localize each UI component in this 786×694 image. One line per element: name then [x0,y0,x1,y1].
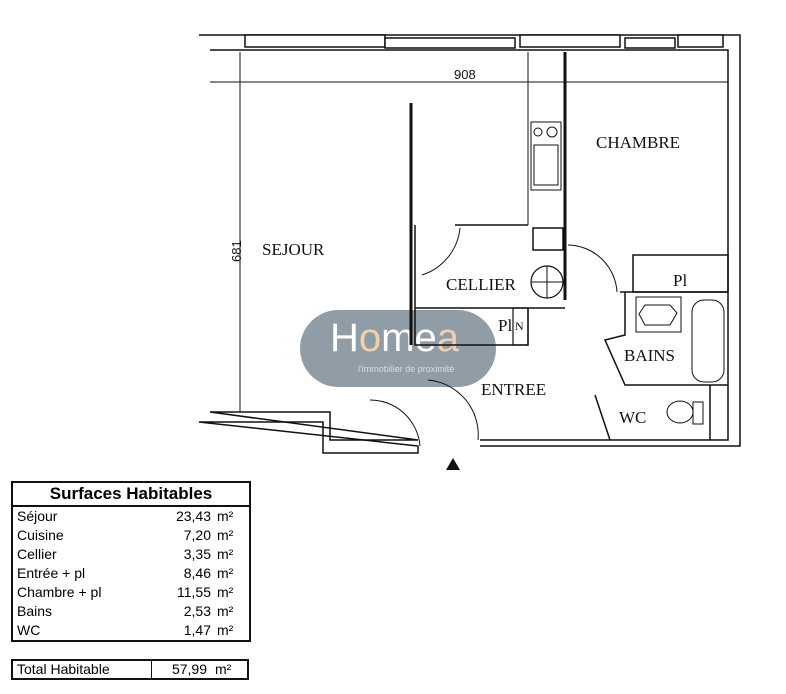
room-label-entree: ENTREE [481,380,546,399]
toilet-icon [666,400,694,424]
total-area: 57,99 [171,661,207,677]
hob-burner-icon [546,126,558,138]
window [384,37,516,49]
surfaces-title: Surfaces Habitables [12,482,250,507]
room-label-chambre: CHAMBRE [596,133,680,152]
bains-walls [603,291,728,386]
basin-cabinet [635,296,682,333]
room-label-cellier: CELLIER [446,275,517,294]
dimension-width: 908 [454,67,476,82]
door-swing [421,227,461,276]
room-label-placard-chambre: Pl [673,271,687,290]
window [519,34,621,48]
dimension-depth: 681 [229,240,244,262]
sink-icon [533,144,559,186]
appliance-box [532,227,564,251]
basin-icon [638,304,678,326]
n-box [512,307,529,346]
wc-walls [594,385,711,441]
homea-logo: Homea l'immobilier de proximité [300,310,496,387]
total-table: Total Habitable 57,99 m² [11,659,249,680]
door-swing [427,379,479,441]
hob-burner-icon [533,127,543,137]
logo-tagline: l'immobilier de proximité [358,364,455,374]
logo-wordmark: Homea [330,316,459,360]
door-swing [369,399,421,447]
kitchen-counter [530,121,562,191]
window [624,37,676,49]
outer-wall [198,34,741,454]
room-label-sejour: SEJOUR [262,240,325,259]
room-label-wc: WC [619,408,646,427]
n-mark: N [515,319,524,333]
total-label: Total Habitable [12,660,152,679]
floor-plan: SEJOUR CHAMBRE CELLIER Pl Pl BAINS ENTRE… [198,34,741,470]
window [677,34,724,48]
inner-wall [209,49,729,441]
room-label-placard-entree: Pl [498,316,512,335]
window [244,34,386,48]
bathtub-icon [691,299,725,383]
toilet-tank [692,401,704,425]
total-unit: m² [215,661,232,677]
door-swing [567,244,618,293]
room-label-bains: BAINS [624,346,675,365]
entrance-arrow-icon [446,458,460,470]
